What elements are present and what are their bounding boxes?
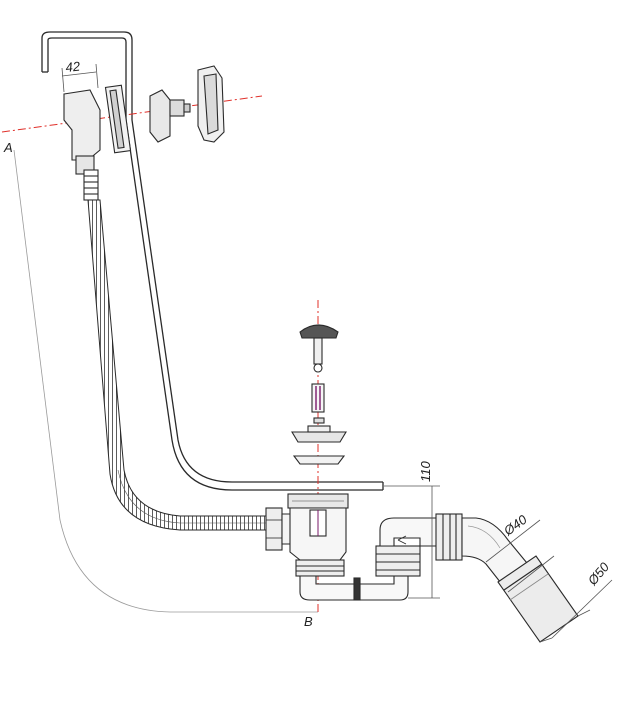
dimension-110-label: 110 <box>418 461 433 482</box>
bath-wall-outline <box>41 31 384 491</box>
dimension-42-label: 42 <box>65 58 82 75</box>
plug-head <box>299 324 339 339</box>
construction-line-a-b <box>13 149 318 613</box>
overflow-screw <box>169 99 185 117</box>
overflow-body <box>63 89 101 161</box>
dimension-d40 <box>485 519 555 593</box>
dimension-110 <box>384 485 440 599</box>
hose-connector-nut <box>265 507 283 551</box>
overflow-axis-line <box>1 95 263 133</box>
axis-label-b: B <box>304 614 313 629</box>
overflow-rosette-plate <box>149 89 171 143</box>
plug-stem <box>313 337 323 365</box>
plug-spring-guide <box>311 383 325 413</box>
outlet-nut <box>435 513 463 561</box>
overflow-assembly <box>63 65 225 201</box>
drain-gasket <box>292 455 346 465</box>
overflow-neck <box>83 169 99 201</box>
drain-stack <box>291 324 347 465</box>
dimension-d50-label: Ø50 <box>584 559 612 589</box>
siphon-outlet-elbow <box>379 517 441 547</box>
corrugated-hose <box>87 199 269 531</box>
axis-label-a: A <box>3 140 13 155</box>
outlet-assembly <box>435 513 579 643</box>
siphon-riser-nut <box>375 545 421 577</box>
dimension-42 <box>61 63 99 93</box>
drain-flange <box>291 431 347 443</box>
siphon-body <box>287 493 441 601</box>
dimension-d50 <box>539 579 613 643</box>
siphon-lower-nut <box>295 559 345 577</box>
